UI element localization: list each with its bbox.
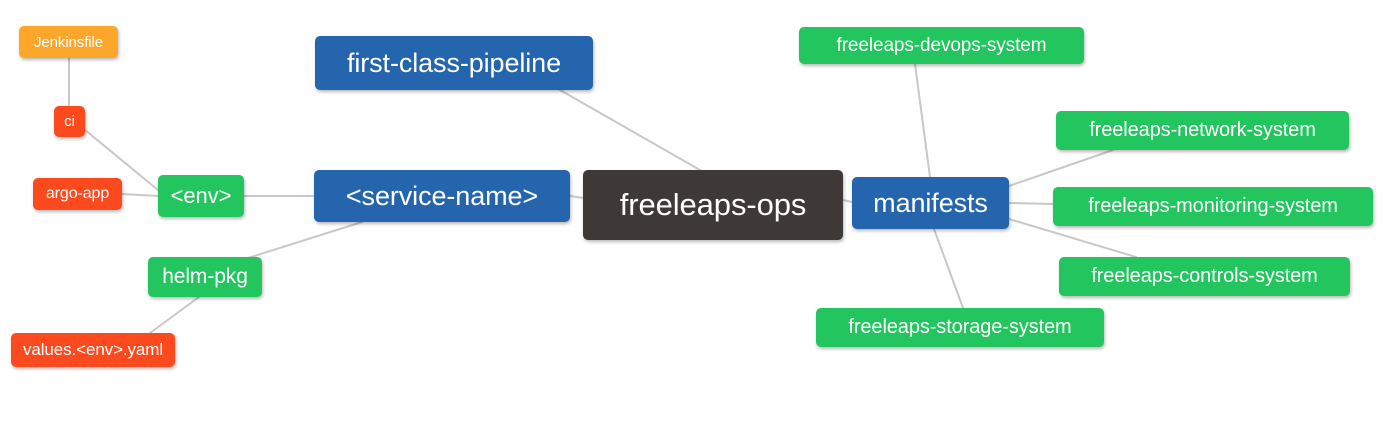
node-freeleaps-ops[interactable]: freeleaps-ops xyxy=(583,170,843,240)
edge-first-class-pipeline-to-freeleaps-ops xyxy=(559,89,701,171)
node-freeleaps-network-system[interactable]: freeleaps-network-system xyxy=(1056,111,1349,150)
node-label: freeleaps-controls-system xyxy=(1091,265,1318,287)
node-label: freeleaps-network-system xyxy=(1089,119,1316,141)
node-label: <env> xyxy=(170,183,232,208)
node-label: freeleaps-ops xyxy=(619,187,807,222)
edge-manifests-to-freeleaps-devops-system xyxy=(914,63,931,178)
edge-values-env-yaml-to-helm-pkg xyxy=(149,296,200,334)
edge-manifests-to-freeleaps-storage-system xyxy=(933,228,964,309)
node-ci[interactable]: ci xyxy=(54,106,85,137)
node-label: argo-app xyxy=(45,185,110,202)
node-label: manifests xyxy=(873,187,988,218)
node-label: ci xyxy=(64,113,75,130)
edge-manifests-to-freeleaps-network-system xyxy=(1008,149,1114,187)
node-freeleaps-monitoring-system[interactable]: freeleaps-monitoring-system xyxy=(1053,187,1373,226)
node-freeleaps-storage-system[interactable]: freeleaps-storage-system xyxy=(816,308,1104,347)
node-jenkinsfile[interactable]: Jenkinsfile xyxy=(19,26,118,58)
node-label: freeleaps-monitoring-system xyxy=(1088,195,1338,217)
node-label: first-class-pipeline xyxy=(346,47,562,78)
node-freeleaps-controls-system[interactable]: freeleaps-controls-system xyxy=(1059,257,1350,296)
edge-manifests-to-freeleaps-monitoring-system xyxy=(1008,202,1054,205)
node-freeleaps-devops-system[interactable]: freeleaps-devops-system xyxy=(799,27,1084,64)
edge-helm-pkg-to-service-name xyxy=(247,221,363,259)
node-label: freeleaps-devops-system xyxy=(836,34,1047,56)
node-first-class-pipeline[interactable]: first-class-pipeline xyxy=(315,36,593,90)
node-label: helm-pkg xyxy=(162,265,248,288)
node-values-env-yaml[interactable]: values.<env>.yaml xyxy=(11,333,175,367)
edge-freeleaps-ops-to-manifests xyxy=(842,199,853,203)
node-argo-app[interactable]: argo-app xyxy=(33,178,122,210)
edge-service-name-to-freeleaps-ops xyxy=(569,195,584,199)
node-label: <service-name> xyxy=(345,180,539,211)
node-manifests[interactable]: manifests xyxy=(852,177,1009,229)
node-helm-pkg[interactable]: helm-pkg xyxy=(148,257,262,297)
node-env[interactable]: <env> xyxy=(158,175,244,217)
node-service-name[interactable]: <service-name> xyxy=(314,170,570,222)
node-label: freeleaps-storage-system xyxy=(848,316,1072,338)
edge-argo-app-to-env xyxy=(121,193,159,197)
node-label: Jenkinsfile xyxy=(34,33,103,51)
node-label: values.<env>.yaml xyxy=(22,340,164,359)
